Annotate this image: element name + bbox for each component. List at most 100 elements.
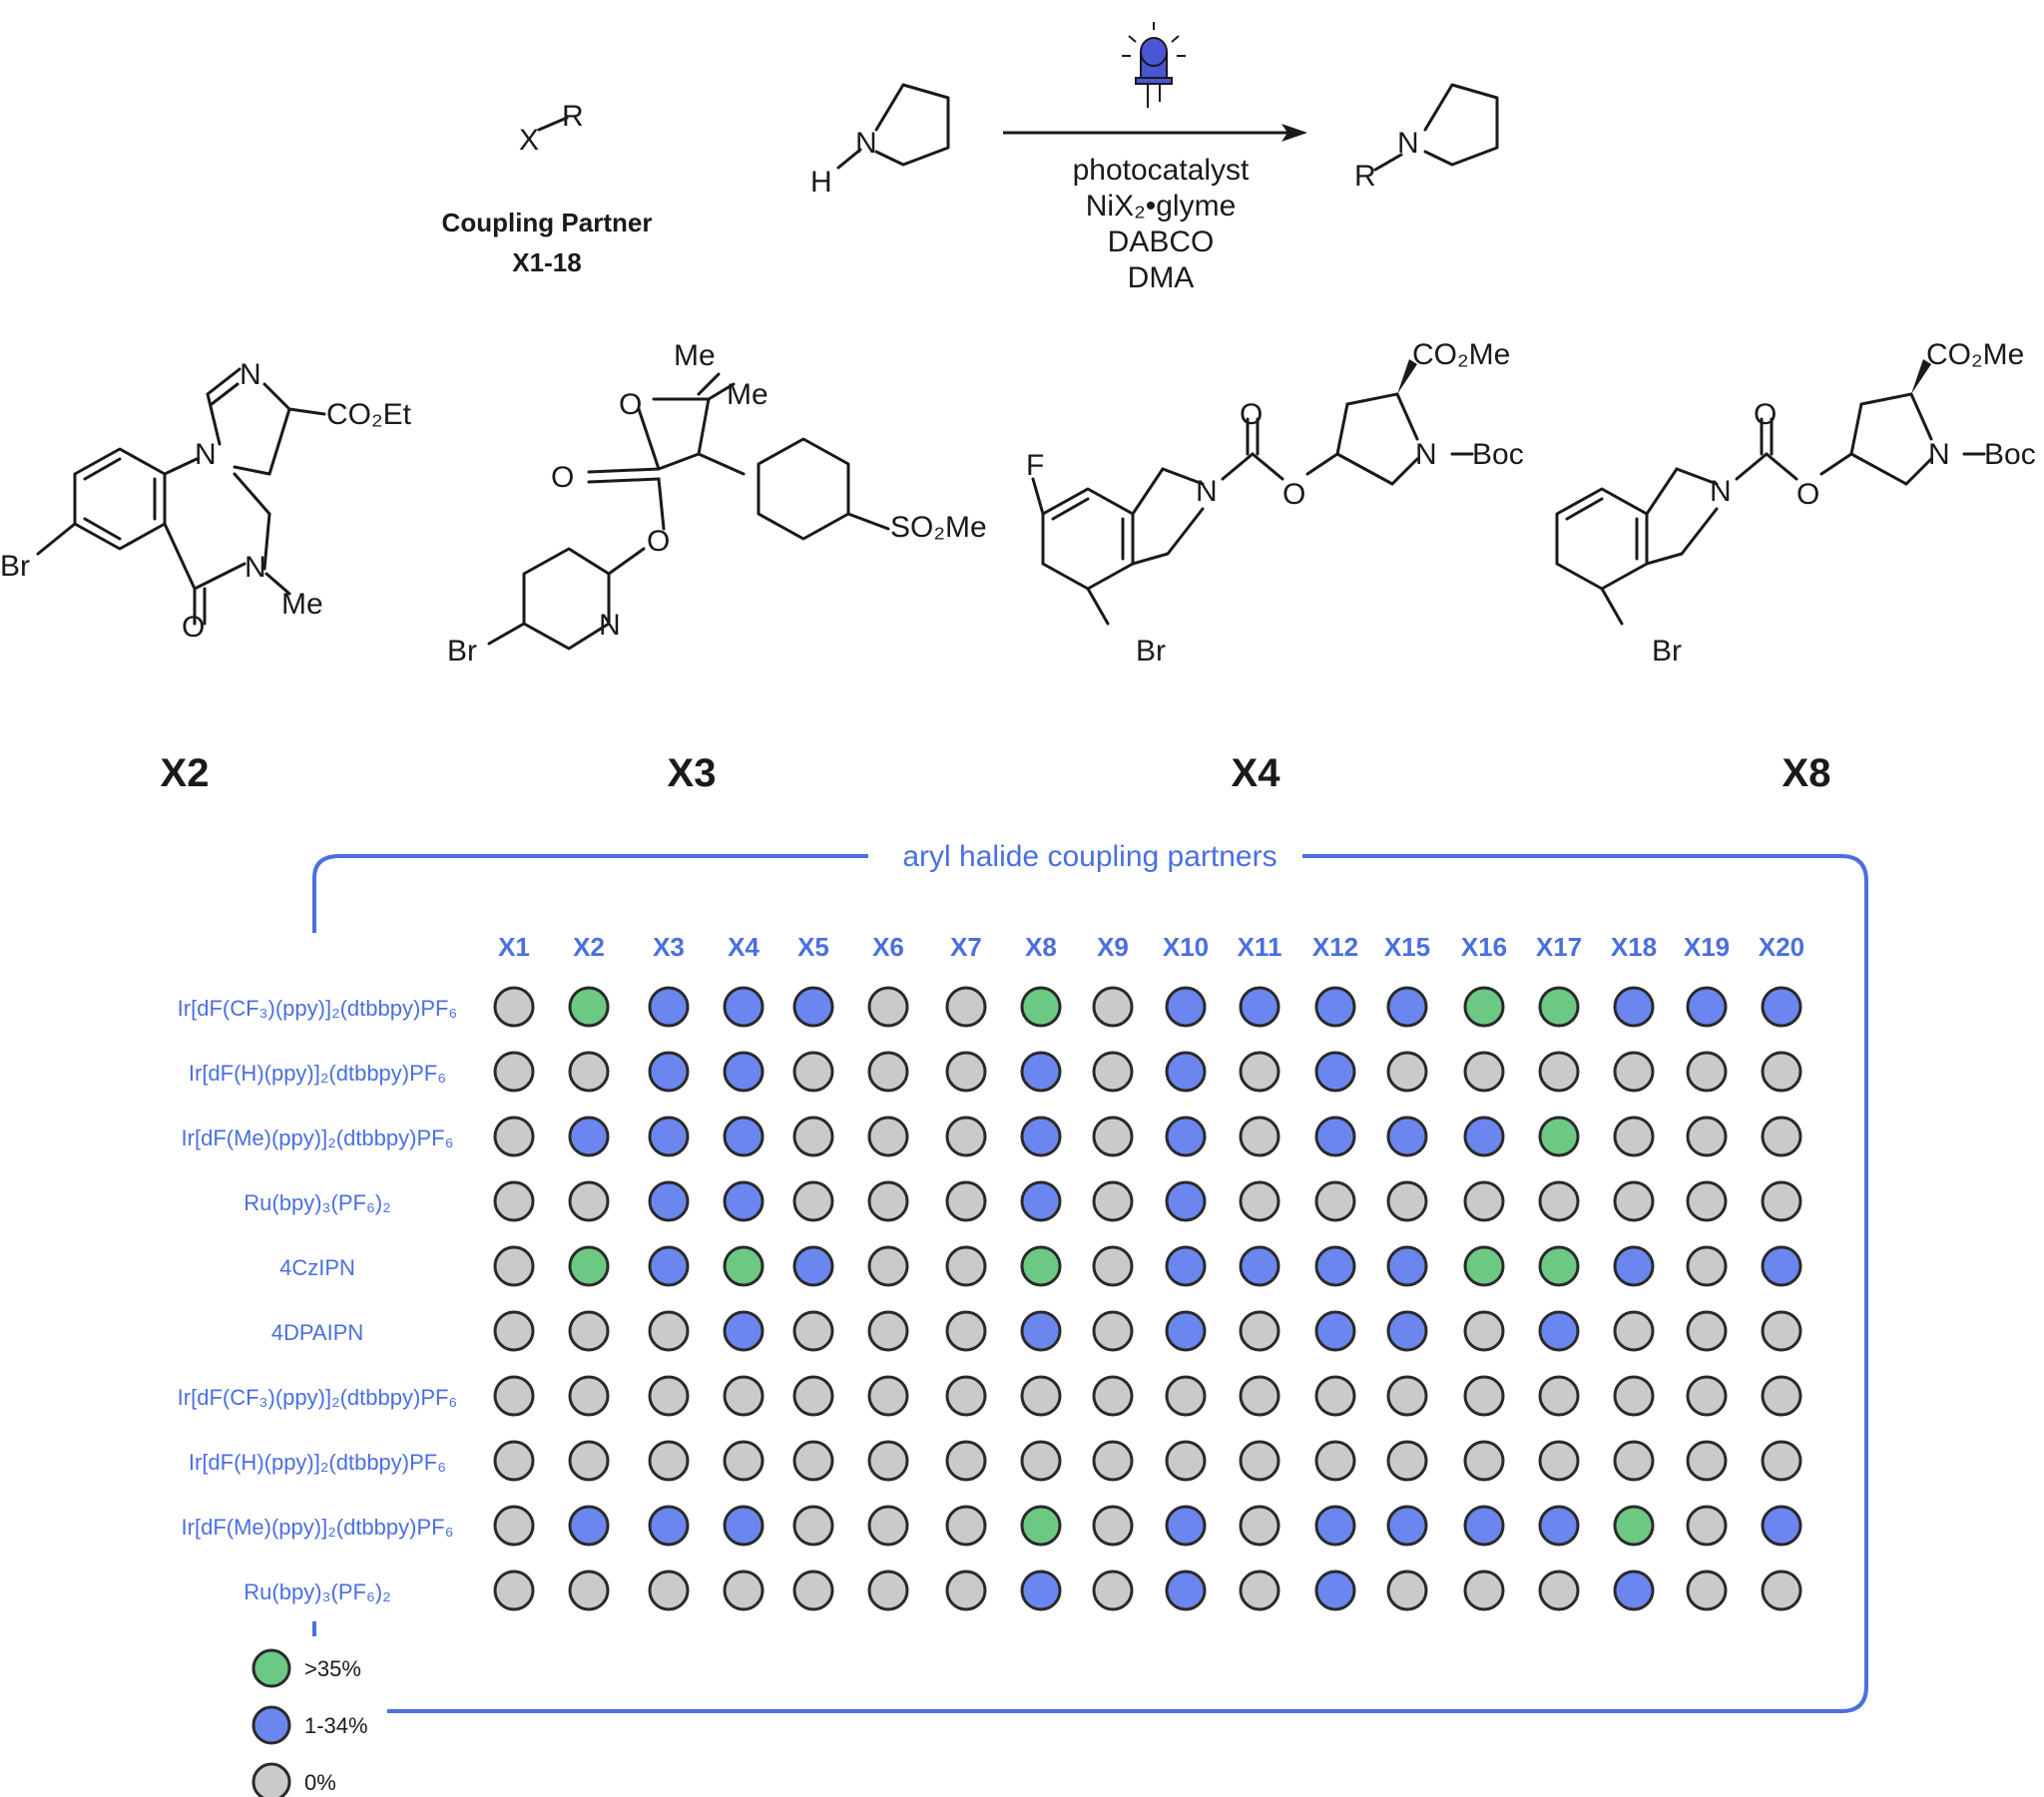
cell-r7-x4 (723, 1440, 765, 1482)
cell-r3-x16 (1463, 1180, 1505, 1222)
cell-r3-x8 (1020, 1180, 1062, 1222)
cell-r8-x9 (1092, 1505, 1134, 1547)
cell-r6-x10 (1165, 1375, 1207, 1417)
x4-atom-o-carbonyl: O (1240, 398, 1263, 431)
cell-r9-x15 (1386, 1570, 1428, 1611)
cell-r7-x15 (1386, 1440, 1428, 1482)
column-header-x16: X16 (1461, 932, 1507, 962)
cell-r2-x5 (792, 1116, 834, 1157)
cell-r6-x15 (1386, 1375, 1428, 1417)
cell-r1-x12 (1314, 1051, 1356, 1093)
cell-r3-x10 (1165, 1180, 1207, 1222)
cell-r1-x2 (568, 1051, 610, 1093)
cell-r6-x11 (1239, 1375, 1280, 1417)
bracket-title: aryl halide coupling partners (902, 840, 1277, 873)
cell-r3-x11 (1239, 1180, 1280, 1222)
coupling-title: Coupling Partner (442, 208, 653, 237)
x8-atom-boc: Boc (1984, 438, 2036, 471)
cell-r4-x2 (568, 1245, 610, 1287)
cell-r7-x7 (945, 1440, 987, 1482)
cell-r8-x2 (568, 1505, 610, 1547)
x8-atom-br: Br (1652, 635, 1682, 668)
cell-r6-x7 (945, 1375, 987, 1417)
cell-r9-x5 (792, 1570, 834, 1611)
cell-r7-x8 (1020, 1440, 1062, 1482)
cell-r1-x8 (1020, 1051, 1062, 1093)
x3-atom-n: N (599, 609, 621, 642)
cell-r8-x7 (945, 1505, 987, 1547)
cell-r8-x6 (867, 1505, 909, 1547)
cell-r0-x1 (493, 986, 535, 1028)
cell-r1-x17 (1538, 1051, 1580, 1093)
cell-r7-x9 (1092, 1440, 1134, 1482)
x2-atom-n2: N (195, 438, 217, 471)
x4-atom-f: F (1026, 449, 1044, 482)
column-header-x18: X18 (1611, 932, 1657, 962)
cell-r8-x5 (792, 1505, 834, 1547)
x4-atom-boc: Boc (1472, 438, 1524, 471)
column-header-x20: X20 (1759, 932, 1804, 962)
cell-r5-x4 (723, 1310, 765, 1352)
x2-atom-n1: N (240, 358, 261, 391)
cell-r6-x19 (1686, 1375, 1728, 1417)
label-x3: X3 (668, 751, 717, 795)
cell-r7-x19 (1686, 1440, 1728, 1482)
cell-r2-x17 (1538, 1116, 1580, 1157)
column-header-x6: X6 (872, 932, 904, 962)
cell-r5-x3 (648, 1310, 690, 1352)
x2-atom-br: Br (0, 550, 30, 583)
cell-r1-x6 (867, 1051, 909, 1093)
cell-r4-x7 (945, 1245, 987, 1287)
condition-2: NiX₂•glyme (1086, 190, 1237, 223)
x3-atom-so2me: SO₂Me (890, 511, 987, 544)
cell-r4-x1 (493, 1245, 535, 1287)
cell-r0-x15 (1386, 986, 1428, 1028)
structure-x8: CO₂Me O N O N Boc Br X8 (1555, 338, 2036, 795)
cell-r5-x2 (568, 1310, 610, 1352)
cell-r1-x1 (493, 1051, 535, 1093)
cell-r3-x7 (945, 1180, 987, 1222)
cell-r1-x11 (1239, 1051, 1280, 1093)
legend-label-2: 0% (304, 1770, 336, 1795)
x3-atom-me2: Me (727, 378, 768, 411)
legend: >35%1-34%0% (252, 1648, 368, 1797)
cell-r9-x11 (1239, 1570, 1280, 1611)
cell-r6-x17 (1538, 1375, 1580, 1417)
cell-r3-x19 (1686, 1180, 1728, 1222)
cell-r9-x4 (723, 1570, 765, 1611)
structure-x3: Me Me O O SO₂Me O Br N X3 (447, 339, 987, 795)
cell-r8-x18 (1613, 1505, 1655, 1547)
x2-atom-o: O (182, 611, 205, 644)
cell-r8-x20 (1761, 1505, 1802, 1547)
cell-r8-x4 (723, 1505, 765, 1547)
cell-r9-x12 (1314, 1570, 1356, 1611)
legend-label-1: 1-34% (304, 1713, 368, 1738)
column-header-x1: X1 (498, 932, 530, 962)
cell-r4-x6 (867, 1245, 909, 1287)
cell-r7-x12 (1314, 1440, 1356, 1482)
cell-r3-x15 (1386, 1180, 1428, 1222)
cell-r7-x18 (1613, 1440, 1655, 1482)
cell-r9-x9 (1092, 1570, 1134, 1611)
row-label-4: 4CzIPN (279, 1255, 355, 1280)
cell-r0-x6 (867, 986, 909, 1028)
cell-r2-x1 (493, 1116, 535, 1157)
cell-r8-x19 (1686, 1505, 1728, 1547)
cell-r1-x5 (792, 1051, 834, 1093)
cell-r0-x10 (1165, 986, 1207, 1028)
x8-atom-co2me: CO₂Me (1926, 338, 2024, 371)
cell-r5-x15 (1386, 1310, 1428, 1352)
cell-r4-x11 (1239, 1245, 1280, 1287)
cell-r1-x9 (1092, 1051, 1134, 1093)
cell-r2-x10 (1165, 1116, 1207, 1157)
cell-r6-x3 (648, 1375, 690, 1417)
x4-atom-n1: N (1196, 475, 1218, 508)
cell-r1-x19 (1686, 1051, 1728, 1093)
cell-r9-x20 (1761, 1570, 1802, 1611)
cell-r9-x10 (1165, 1570, 1207, 1611)
condition-1: photocatalyst (1073, 154, 1250, 187)
cell-r0-x3 (648, 986, 690, 1028)
cell-r3-x9 (1092, 1180, 1134, 1222)
row-label-0: Ir[dF(CF₃)(ppy)]₂(dtbbpy)PF₆ (178, 996, 458, 1021)
